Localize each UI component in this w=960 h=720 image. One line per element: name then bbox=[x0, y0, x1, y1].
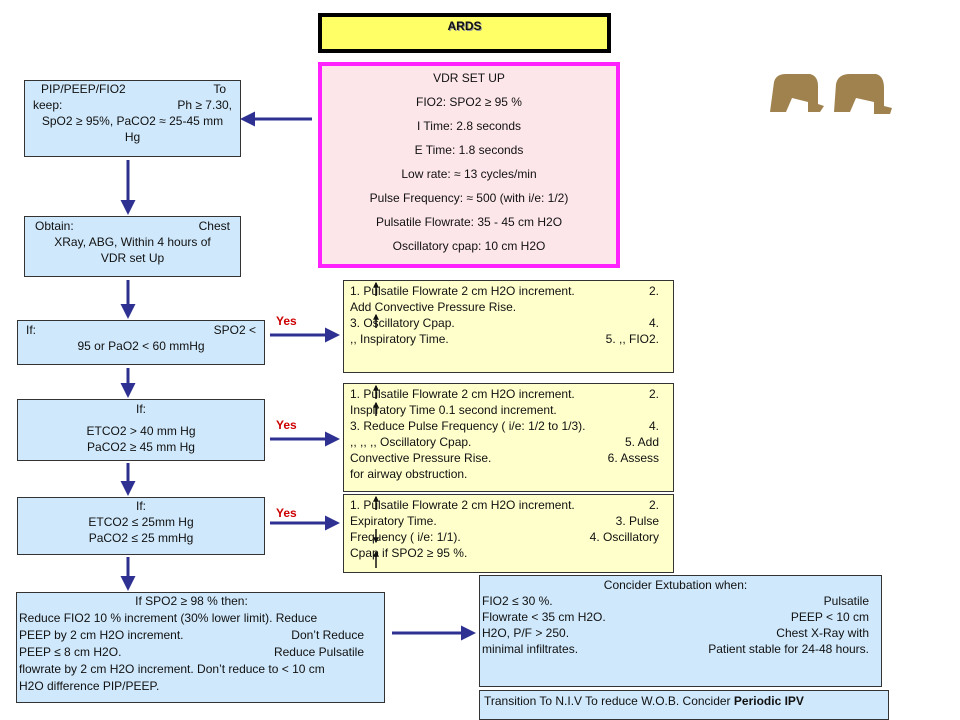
extubation-text: Flowrate < 35 cm H2O. bbox=[482, 610, 606, 624]
action-text: Inspiratory Time 0.1 second increment. bbox=[350, 403, 557, 417]
if-text: PaCO2 ≥ 45 mm Hg bbox=[87, 440, 195, 454]
action-text: 3. Pulse bbox=[615, 514, 659, 528]
wean-text: PEEP by 2 cm H2O increment. bbox=[19, 628, 184, 642]
action-text: 4. Oscillatory bbox=[589, 530, 659, 544]
pip-text: To bbox=[213, 82, 226, 96]
wean-text: Don’t Reduce bbox=[291, 628, 364, 642]
if-text: SPO2 < bbox=[213, 323, 256, 337]
pip-peep-fio2-box: PIP/PEEP/FIO2 To keep: Ph ≥ 7.30, SpO2 ≥… bbox=[24, 80, 241, 157]
extubation-text: Chest X-Ray with bbox=[776, 626, 869, 640]
yes-label: Yes bbox=[276, 506, 297, 520]
action-text: Add Convective Pressure Rise. bbox=[350, 300, 517, 314]
yes-label: Yes bbox=[276, 418, 297, 432]
obtain-box: Obtain: Chest XRay, ABG, Within 4 hours … bbox=[24, 216, 241, 277]
action-box-3: 1. Pulsatile Flowrate 2 cm H2O increment… bbox=[343, 494, 674, 573]
if-spo2-box: If: SPO2 < 95 or PaO2 < 60 mmHg bbox=[17, 320, 265, 365]
pip-text: Hg bbox=[124, 130, 141, 144]
action-text: 1. Pulsatile Flowrate 2 cm H2O increment… bbox=[350, 387, 575, 401]
action-text: 4. bbox=[648, 419, 659, 433]
wean-text: If SPO2 ≥ 98 % then: bbox=[135, 594, 248, 608]
pip-text: PIP/PEEP/FIO2 bbox=[41, 82, 126, 96]
extubation-text: FIO2 ≤ 30 %. bbox=[482, 594, 553, 608]
if-text: 95 or PaO2 < 60 mmHg bbox=[77, 339, 205, 353]
wean-text: Reduce FIO2 10 % increment (30% lower li… bbox=[19, 611, 318, 625]
action-box-1: 1. Pulsatile Flowrate 2 cm H2O increment… bbox=[343, 280, 674, 373]
setup-line: Low rate: ≈ 13 cycles/min bbox=[401, 167, 537, 181]
extubation-text: H2O, P/F > 250. bbox=[482, 626, 570, 640]
extubation-text: Concider Extubation when: bbox=[603, 578, 748, 592]
action-text: 4. bbox=[648, 316, 659, 330]
pip-text: keep: bbox=[33, 98, 63, 112]
action-box-2: 1. Pulsatile Flowrate 2 cm H2O increment… bbox=[343, 383, 674, 492]
if-text: ETCO2 ≤ 25mm Hg bbox=[88, 515, 194, 529]
logo-icon bbox=[770, 74, 892, 114]
action-text: 1. Pulsatile Flowrate 2 cm H2O increment… bbox=[350, 284, 575, 298]
obtain-text: Chest bbox=[198, 219, 230, 233]
setup-line: Pulsatile Flowrate: 35 - 45 cm H2O bbox=[375, 215, 563, 229]
page-title: ARDS bbox=[447, 19, 482, 33]
wean-text: H2O difference PIP/PEEP. bbox=[19, 679, 160, 693]
obtain-text: VDR set Up bbox=[100, 251, 165, 265]
if-etco2-low-box: If: ETCO2 ≤ 25mm Hg PaCO2 ≤ 25 mmHg bbox=[17, 497, 265, 555]
title-box: ARDS bbox=[318, 13, 611, 53]
if-text: PaCO2 ≤ 25 mmHg bbox=[88, 531, 194, 545]
extubation-text: Pulsatile bbox=[823, 594, 869, 608]
action-text: for airway obstruction. bbox=[350, 467, 468, 481]
action-text: 3. Reduce Pulse Frequency ( i/e: 1/2 to … bbox=[350, 419, 586, 433]
setup-line: I Time: 2.8 seconds bbox=[416, 119, 522, 133]
action-text: ,, ,, ,, Oscillatory Cpap. bbox=[350, 435, 472, 449]
pip-text: SpO2 ≥ 95%, PaCO2 ≈ 25-45 mm bbox=[41, 114, 224, 128]
setup-line: Pulse Frequency: ≈ 500 (with i/e: 1/2) bbox=[369, 191, 569, 205]
wean-text: PEEP ≤ 8 cm H2O. bbox=[19, 645, 122, 659]
action-text: Expiratory Time. bbox=[350, 514, 437, 528]
setup-line: VDR SET UP bbox=[433, 71, 505, 85]
action-text: 2. bbox=[648, 284, 659, 298]
wean-box: If SPO2 ≥ 98 % then: Reduce FIO2 10 % in… bbox=[16, 592, 385, 703]
obtain-text: XRay, ABG, Within 4 hours of bbox=[54, 235, 211, 249]
extubation-box: Concider Extubation when: FIO2 ≤ 30 %. Pu… bbox=[479, 575, 882, 687]
action-text: 1. Pulsatile Flowrate 2 cm H2O increment… bbox=[350, 498, 575, 512]
if-text: ETCO2 > 40 mm Hg bbox=[86, 424, 196, 438]
action-text: 5. Add bbox=[624, 435, 659, 449]
pip-text: Ph ≥ 7.30, bbox=[177, 98, 232, 112]
yes-label: Yes bbox=[276, 314, 297, 328]
action-text: 5. ,, FIO2. bbox=[605, 332, 659, 346]
setup-line: E Time: 1.8 seconds bbox=[414, 143, 524, 157]
action-text: 2. bbox=[648, 387, 659, 401]
extubation-text: PEEP < 10 cm bbox=[790, 610, 869, 624]
action-text: Cpap if SPO2 ≥ 95 %. bbox=[350, 546, 468, 560]
setup-line: Oscillatory cpap: 10 cm H2O bbox=[392, 239, 546, 253]
setup-line: FIO2: SPO2 ≥ 95 % bbox=[416, 95, 522, 109]
action-text: 2. bbox=[648, 498, 659, 512]
wean-text: Reduce Pulsatile bbox=[273, 645, 364, 659]
if-etco2-high-box: If: ETCO2 > 40 mm Hg PaCO2 ≥ 45 mm Hg bbox=[17, 399, 265, 461]
if-text: If: bbox=[26, 323, 37, 337]
action-text: 6. Assess bbox=[607, 451, 659, 465]
obtain-text: Obtain: bbox=[35, 219, 74, 233]
extubation-text: minimal infiltrates. bbox=[482, 642, 579, 656]
action-text: ,, Inspiratory Time. bbox=[350, 332, 449, 346]
if-text: If: bbox=[135, 402, 146, 416]
vdr-setup-box: VDR SET UP FIO2: SPO2 ≥ 95 % I Time: 2.8… bbox=[318, 62, 620, 268]
if-text: If: bbox=[135, 499, 146, 513]
transition-bold-text: Periodic IPV bbox=[733, 694, 804, 708]
wean-text: flowrate by 2 cm H2O increment. Don’t re… bbox=[19, 662, 325, 676]
transition-text: Transition To N.I.V To reduce W.O.B. Con… bbox=[484, 694, 734, 708]
action-text: Convective Pressure Rise. bbox=[350, 451, 492, 465]
extubation-text: Patient stable for 24-48 hours. bbox=[708, 642, 869, 656]
